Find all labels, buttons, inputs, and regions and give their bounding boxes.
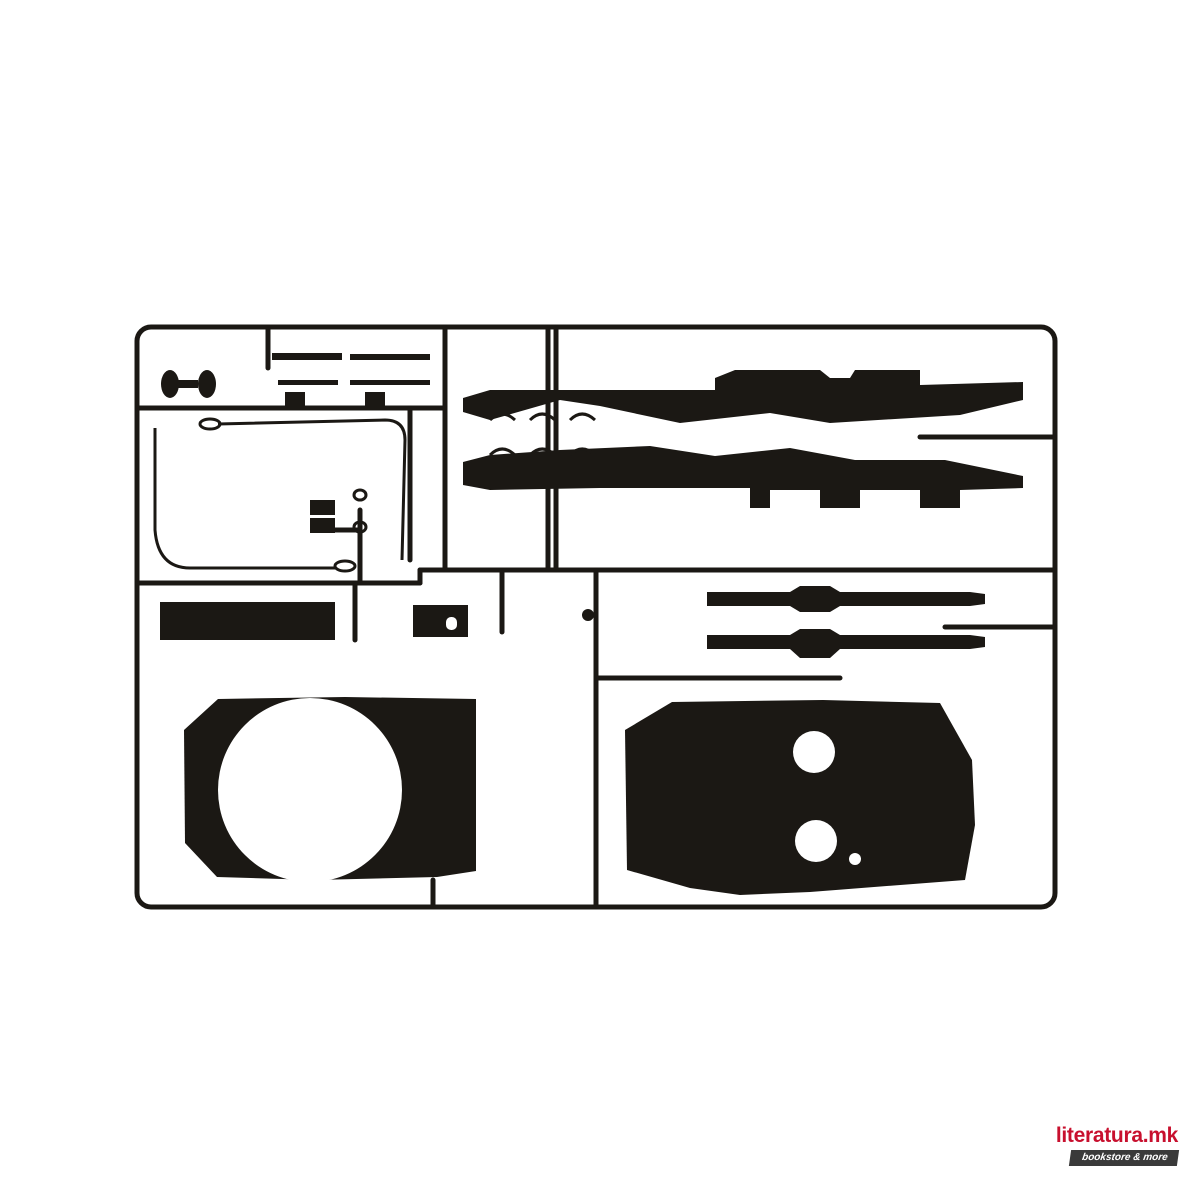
mirror-part (198, 370, 216, 398)
track-arm-upper (463, 370, 1023, 423)
watermark-logo: literatura.mk bookstore & more (1028, 1124, 1180, 1166)
hatch-part (413, 605, 468, 637)
cable-part (217, 418, 407, 561)
watermark-title: literatura.mk (1055, 1124, 1178, 1147)
gun-barrel-upper (707, 586, 985, 612)
mirror-part (161, 370, 179, 398)
gun-barrel-lower (707, 629, 985, 658)
track-arm-lower (463, 446, 1023, 508)
hull-deck-part (625, 700, 975, 895)
watermark-tagline: bookstore & more (1069, 1150, 1180, 1166)
fender-part (160, 602, 335, 640)
